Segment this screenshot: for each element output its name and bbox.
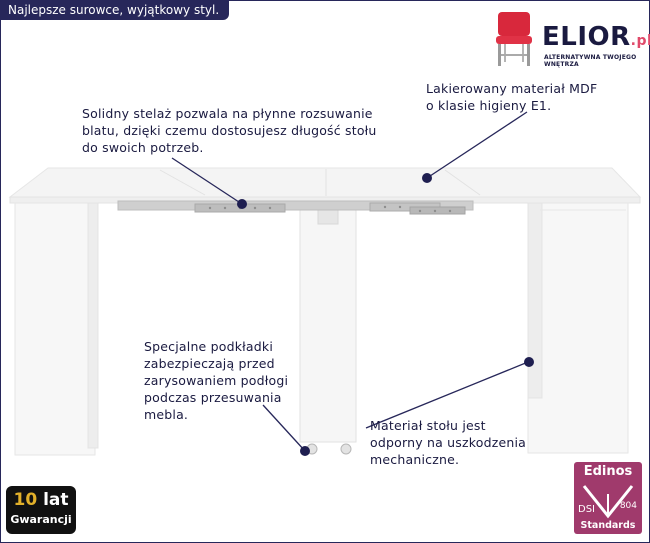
edinos-badge: Edinos DSI 804 Standards xyxy=(574,462,642,534)
marker-dot xyxy=(237,199,247,209)
marker-dot xyxy=(300,446,310,456)
tabletop-surface xyxy=(8,167,642,198)
callout-mdf: Lakierowany materiał MDF o klasie higien… xyxy=(426,80,597,114)
edinos-standard: Standards xyxy=(580,520,636,531)
callout-frame-line: blatu, dzięki czemu dostosujesz długość … xyxy=(82,123,377,138)
right-leg-panel xyxy=(527,202,629,454)
warranty-years: 10 lat xyxy=(6,490,76,510)
callout-material-line: odporny na uszkodzenia xyxy=(370,435,527,450)
chair-icon xyxy=(496,12,532,66)
leader-line-frame xyxy=(171,157,243,205)
warranty-label: Gwarancji xyxy=(10,513,72,526)
metal-rail xyxy=(117,200,474,211)
marker-dot xyxy=(524,357,534,367)
leader-line-mdf xyxy=(426,111,528,179)
callout-material-line: Materiał stołu jest xyxy=(370,418,486,433)
warranty-number: 10 xyxy=(13,490,38,510)
callout-pads-line: zarysowaniem podłogi xyxy=(144,373,289,388)
callout-mdf-line: o klasie higieny E1. xyxy=(426,98,552,113)
edinos-dsi: DSI xyxy=(578,504,595,515)
callout-pads-line: podczas przesuwania xyxy=(144,390,282,405)
callout-pads-line: Specjalne podkładki xyxy=(144,339,274,354)
logo-tld: .pl xyxy=(630,33,650,49)
left-leg-panel xyxy=(14,202,96,456)
edinos-emblem-icon xyxy=(582,485,634,519)
callout-material-line: mechaniczne. xyxy=(370,452,460,467)
callout-pads-line: zabezpieczają przed xyxy=(144,356,275,371)
callout-pads: Specjalne podkładki zabezpieczają przed … xyxy=(144,338,288,423)
logo-name: ELIOR xyxy=(542,22,631,52)
logo-wordmark: ELIOR.pl xyxy=(542,22,650,52)
tagline-banner: Najlepsze surowce, wyjątkowy styl. xyxy=(0,0,230,20)
callout-pads-line: mebla. xyxy=(144,407,189,422)
callout-frame: Solidny stelaż pozwala na płynne rozsuwa… xyxy=(82,105,377,156)
elior-logo[interactable]: ELIOR.pl ALTERNATYWNA TWOJEGO WNĘTRZA xyxy=(484,8,650,70)
marker-dot xyxy=(422,173,432,183)
callout-mdf-line: Lakierowany materiał MDF xyxy=(426,81,598,96)
center-support-leg xyxy=(299,209,357,443)
callout-frame-line: Solidny stelaż pozwala na płynne rozsuwa… xyxy=(82,106,373,121)
callout-material: Materiał stołu jest odporny na uszkodzen… xyxy=(370,417,526,468)
edinos-name: Edinos xyxy=(583,464,633,479)
edinos-code: 804 xyxy=(619,501,637,511)
warranty-unit: lat xyxy=(43,490,69,510)
leader-line-material xyxy=(365,361,529,429)
callout-frame-line: do swoich potrzeb. xyxy=(82,140,204,155)
caster-wheel xyxy=(340,443,352,455)
warranty-badge: 10 lat Gwarancji xyxy=(6,486,76,534)
logo-subtitle: ALTERNATYWNA TWOJEGO WNĘTRZA xyxy=(544,54,637,68)
leader-line-pads xyxy=(262,404,306,452)
